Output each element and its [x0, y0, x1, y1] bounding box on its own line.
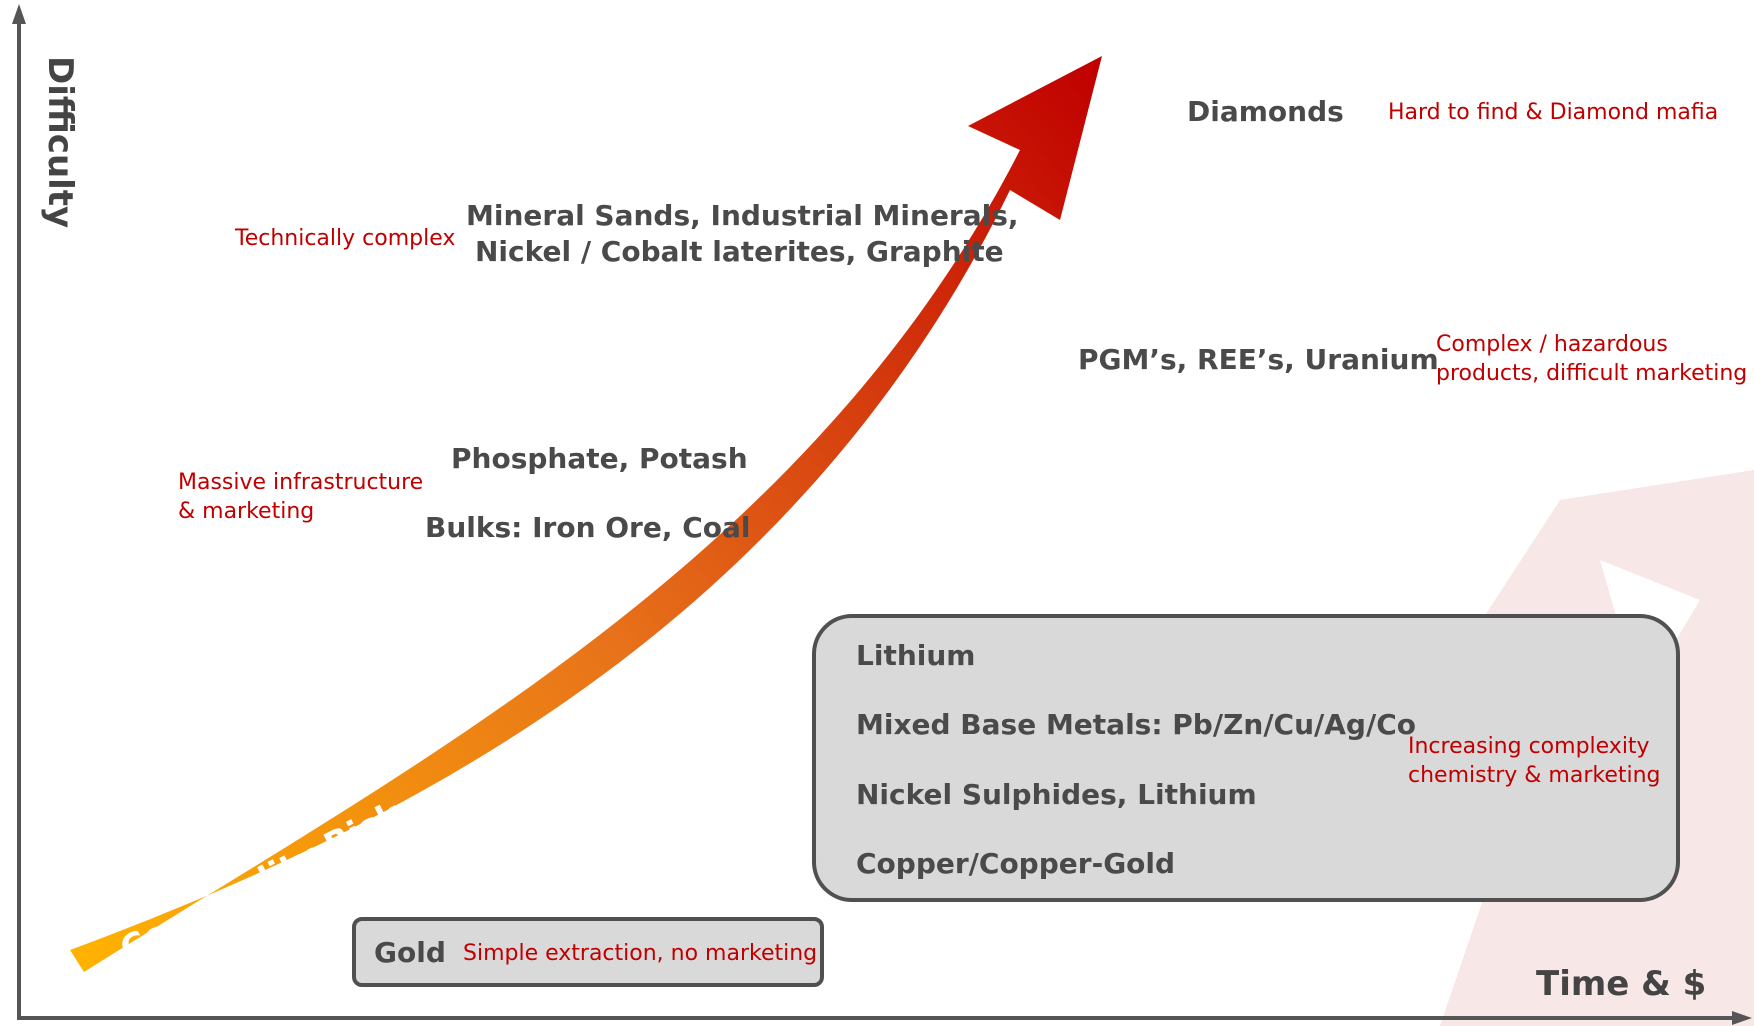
y-axis [12, 4, 26, 1018]
technically-complex-note: Technically complex [235, 226, 456, 251]
mineral-sands-label-line1: Mineral Sands, Industrial Minerals, [466, 199, 1019, 232]
diamonds-note: Hard to find & Diamond mafia [1388, 100, 1719, 125]
mineral-sands-label-line2: Nickel / Cobalt laterites, Graphite [475, 235, 1004, 268]
gold-box: Gold Simple extraction, no marketing [352, 917, 824, 987]
x-axis [17, 1011, 1752, 1025]
infrastructure-note-line1: Massive infrastructure [178, 470, 424, 495]
box-note-line1: Increasing complexity [1408, 734, 1650, 759]
box-item-mixed-base-metals: Mixed Base Metals: Pb/Zn/Cu/Ag/Co [856, 708, 1416, 741]
base-metals-box: Lithium Mixed Base Metals: Pb/Zn/Cu/Ag/C… [812, 614, 1680, 902]
gold-label: Gold [374, 936, 446, 969]
box-item-copper-gold: Copper/Copper-Gold [856, 847, 1176, 880]
bulks-label: Bulks: Iron Ore, Coal [425, 511, 751, 544]
phosphate-label: Phosphate, Potash [451, 442, 748, 475]
pgm-note-line2: products, difficult marketing [1436, 361, 1748, 386]
gold-note: Simple extraction, no marketing [463, 941, 818, 966]
y-axis-label: Difficulty [40, 56, 80, 229]
pgm-label: PGM’s, REE’s, Uranium [1078, 343, 1439, 376]
box-note-line2: chemistry & marketing [1408, 763, 1661, 788]
x-axis-label: Time & $ [1536, 964, 1707, 1004]
infrastructure-note-line2: & marketing [178, 499, 315, 524]
pgm-note-line1: Complex / hazardous [1436, 332, 1668, 357]
diamonds-label: Diamonds [1187, 95, 1344, 128]
box-item-nickel-sulphides: Nickel Sulphides, Lithium [856, 778, 1257, 811]
box-item-lithium: Lithium [856, 639, 976, 672]
